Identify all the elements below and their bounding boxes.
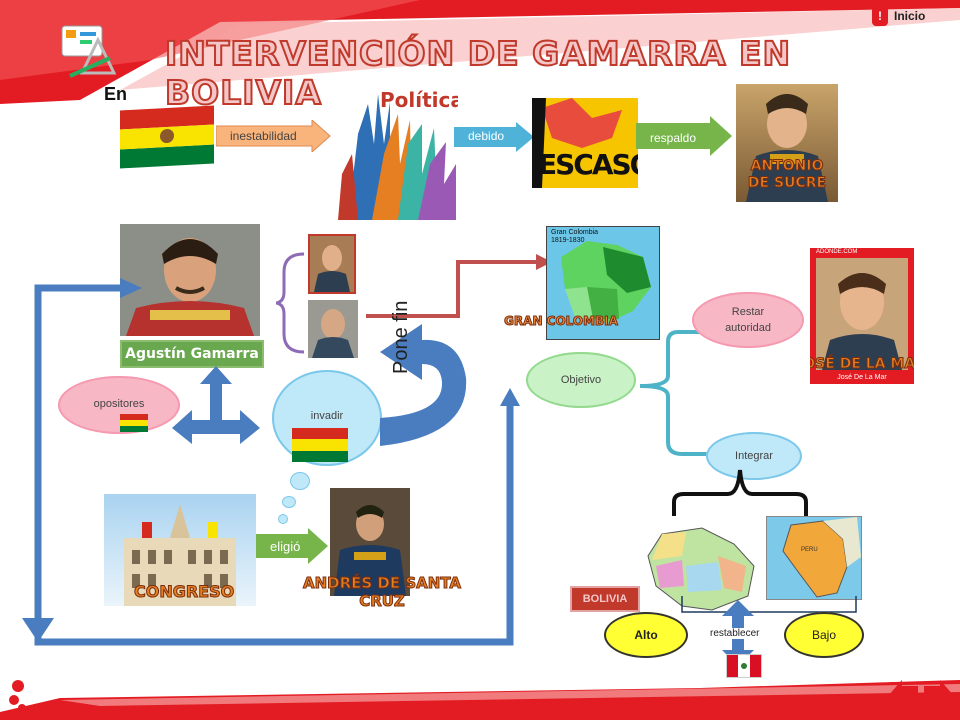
cross-arrows [172, 366, 260, 444]
opositores-cloud: opositores [58, 376, 180, 434]
bolivia-flag [120, 105, 214, 169]
gamarra-portrait [120, 224, 260, 336]
bracket-teal [639, 330, 712, 456]
pone-fin-arrow [380, 324, 467, 446]
bolivia-flag-small [120, 414, 148, 432]
bolivia-map [642, 526, 760, 612]
alto-cloud: Alto [604, 612, 688, 658]
politica-image: Política [338, 84, 458, 220]
power-icon: ! [872, 6, 888, 26]
bolivia-label: BOLIVIA [570, 586, 640, 612]
tools-logo-icon [61, 25, 117, 78]
santa-cruz-label: ANDRÉS DE SANTA CRUZ [303, 574, 462, 611]
arrow-inestabilidad: inestabilidad [230, 129, 297, 143]
gamarra-label: Agustín Gamarra [120, 340, 264, 368]
restablecer-label: restablecer [708, 628, 762, 639]
lamar-portrait: ADONDE.COM JOSÉ DE LA MAR José De La Mar [810, 248, 914, 384]
arrow-right-icon [924, 680, 954, 712]
bottom-logo-icon [9, 680, 26, 712]
thought-bubble-3 [278, 514, 288, 524]
thought-bubble-1 [290, 472, 310, 490]
prev-button[interactable] [888, 680, 920, 717]
gran-colombia-label: GRAN COLOMBIA [504, 314, 619, 329]
maps-connector [681, 596, 857, 613]
bajo-cloud: Bajo [784, 612, 864, 658]
peru-map: PERU [766, 516, 862, 600]
bolivia-flag-invadir [292, 428, 348, 462]
arrow-respaldo-shape [636, 116, 732, 156]
thought-bubble-2 [282, 496, 296, 508]
inicio-button[interactable]: ! Inicio [872, 6, 925, 26]
gran-colombia-map: Gran Colombia 1819-1830 [546, 226, 660, 340]
arrow-debido-shape [454, 122, 534, 152]
en-label: En [104, 84, 128, 104]
invadir-cloud: invadir [272, 370, 382, 466]
arrow-eligio: eligió [270, 538, 301, 554]
arrow-debido: debido [468, 129, 505, 143]
escaso-image: ESCASO [532, 98, 638, 188]
peru-flag [726, 654, 762, 678]
arrow-eligio-shape [256, 528, 328, 564]
loop-arrows [22, 278, 520, 646]
arrow-left-icon [888, 680, 918, 712]
pone-fin-label: Pone fin [390, 300, 412, 374]
brace-purple [276, 252, 305, 354]
arrow-inestabilidad-shape [216, 120, 331, 152]
connector-red [366, 254, 552, 318]
bracket-black [672, 469, 808, 516]
portrait-small-2 [308, 300, 358, 358]
next-button[interactable] [922, 680, 954, 717]
congreso-image: CONGRESO [104, 494, 256, 606]
integrar-cloud: Integrar [706, 432, 802, 480]
restar-autoridad-cloud: Restar autoridad [692, 292, 804, 348]
objetivo-cloud: Objetivo [526, 352, 636, 408]
santa-cruz-portrait [330, 488, 410, 596]
portrait-small-1 [308, 234, 356, 294]
footer-banner [0, 680, 960, 720]
sucre-portrait: ANTONIO DE SUCRE [736, 84, 838, 202]
arrow-respaldo: respaldo [650, 131, 697, 145]
